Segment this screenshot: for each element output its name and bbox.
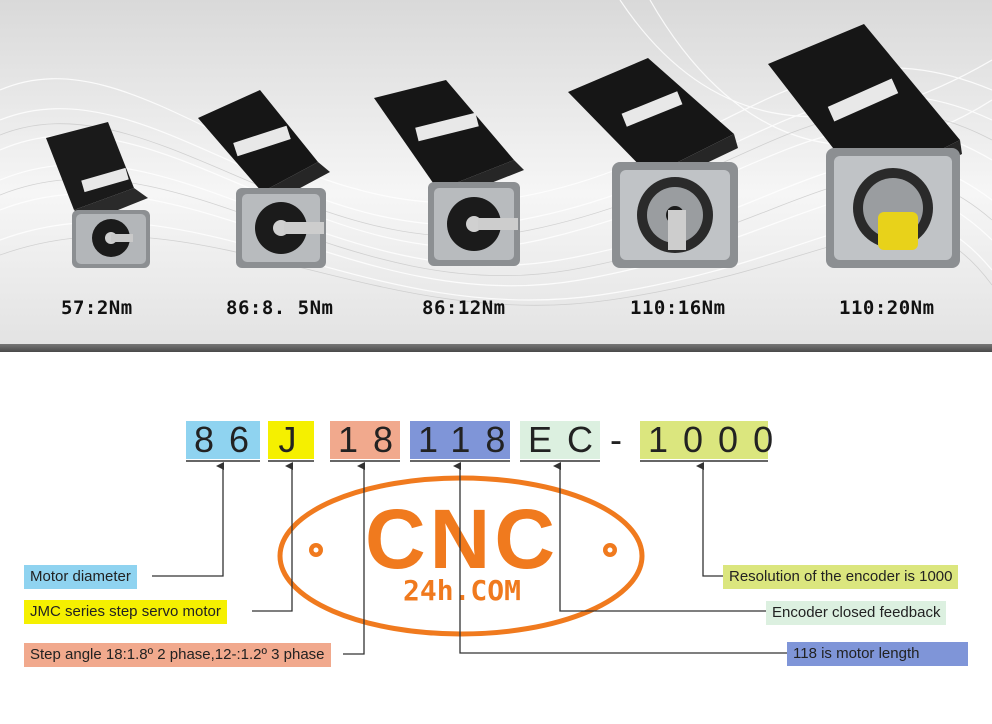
code-segment-step-angle: 18: [330, 421, 400, 459]
motor-86-8-5-image: [198, 90, 330, 268]
motor-110-16-image: [568, 58, 738, 268]
code-segment-encoder: EC: [520, 421, 600, 459]
code-underline: [330, 460, 400, 462]
code-segment-series: J: [268, 421, 314, 459]
legend-jmc-series: JMC series step servo motor: [24, 600, 227, 624]
motor-label-57: 57:2Nm: [61, 297, 133, 319]
motor-label-110-16: 110:16Nm: [630, 297, 726, 319]
code-underline: [410, 460, 510, 462]
motor-110-20-image: [768, 24, 962, 268]
legend-encoder-resolution: Resolution of the encoder is 1000: [723, 565, 959, 589]
motor-label-86-8-5: 86:8. 5Nm: [226, 297, 334, 319]
code-underline: [268, 460, 314, 462]
legend-encoder-feedback: Encoder closed feedback: [766, 601, 947, 625]
code-segment-resolution: 1000: [640, 421, 773, 459]
motor-57-image: [46, 122, 150, 268]
code-underline: [640, 460, 768, 462]
legend-step-angle: Step angle 18:1.8º 2 phase,12-:1.2º 3 ph…: [24, 643, 331, 667]
code-underline: [186, 460, 260, 462]
code-dash: -: [610, 419, 622, 460]
motor-label-86-12: 86:12Nm: [422, 297, 506, 319]
legend-motor-length: 118 is motor length: [787, 642, 968, 666]
banner-divider: [0, 344, 992, 352]
motor-86-12-image: [374, 80, 524, 266]
code-segment-length: 118: [410, 421, 510, 459]
code-underline: [520, 460, 600, 462]
product-banner: 57:2Nm 86:8. 5Nm 86:12Nm 110:16Nm 110:20…: [0, 0, 992, 352]
motor-label-110-20: 110:20Nm: [839, 297, 935, 319]
legend-motor-diameter: Motor diameter: [24, 565, 137, 589]
code-segment-diameter: 86: [186, 421, 260, 459]
